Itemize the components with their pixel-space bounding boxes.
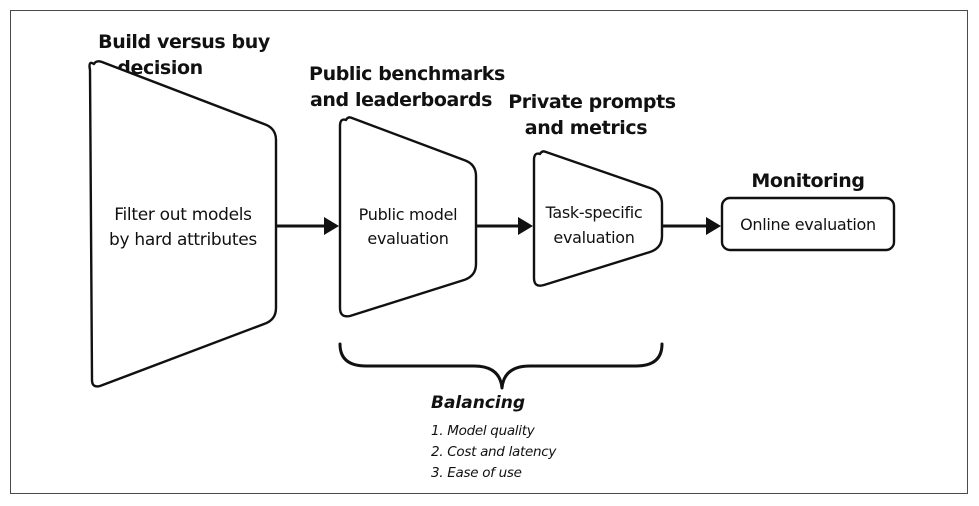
filter-label-line-2: by hard attributes xyxy=(109,230,257,250)
stage-public-heading-line-2: and leaderboards xyxy=(310,89,492,111)
stage-monitoring: Monitoring Online evaluation xyxy=(720,170,896,252)
public-label-line-2: evaluation xyxy=(367,229,448,248)
stage-filter-heading-line-2: decision xyxy=(117,57,202,79)
stage-public: Public benchmarks and leaderboards Publi… xyxy=(309,63,505,318)
stage-monitoring-heading: Monitoring xyxy=(751,170,864,192)
filter-label-line-1: Filter out models xyxy=(114,205,252,225)
public-label-line-1: Public model xyxy=(359,205,458,224)
public-funnel-shape xyxy=(338,116,478,318)
filter-funnel-shape xyxy=(88,60,278,388)
figure-frame xyxy=(10,10,968,494)
balancing-item-1: 1. Model quality xyxy=(431,423,536,439)
stage-public-heading-line-1: Public benchmarks xyxy=(309,63,505,85)
stage-task: Private prompts and metrics Task-specifi… xyxy=(508,91,676,287)
stage-task-heading-line-1: Private prompts xyxy=(508,91,676,113)
task-label-line-2: evaluation xyxy=(553,228,634,247)
balancing-notes: Balancing 1. Model quality 2. Cost and l… xyxy=(431,393,558,481)
stage-filter-heading-line-1: Build versus buy xyxy=(98,31,271,53)
balancing-item-3: 3. Ease of use xyxy=(431,465,522,481)
arrow-public-to-task xyxy=(477,217,533,235)
arrow-filter-to-public xyxy=(277,217,339,235)
online-evaluation-box xyxy=(720,196,896,252)
online-evaluation-label: Online evaluation xyxy=(740,215,876,234)
stage-filter: Build versus buy decision Filter out mod… xyxy=(88,31,278,388)
balancing-title: Balancing xyxy=(431,393,525,413)
task-label-line-1: Task-specific xyxy=(545,203,643,222)
stage-task-heading-line-2: and metrics xyxy=(525,117,647,139)
task-funnel-shape xyxy=(532,150,664,287)
arrow-task-to-online xyxy=(663,217,721,235)
balancing-item-2: 2. Cost and latency xyxy=(431,444,557,460)
balancing-brace xyxy=(338,342,664,390)
